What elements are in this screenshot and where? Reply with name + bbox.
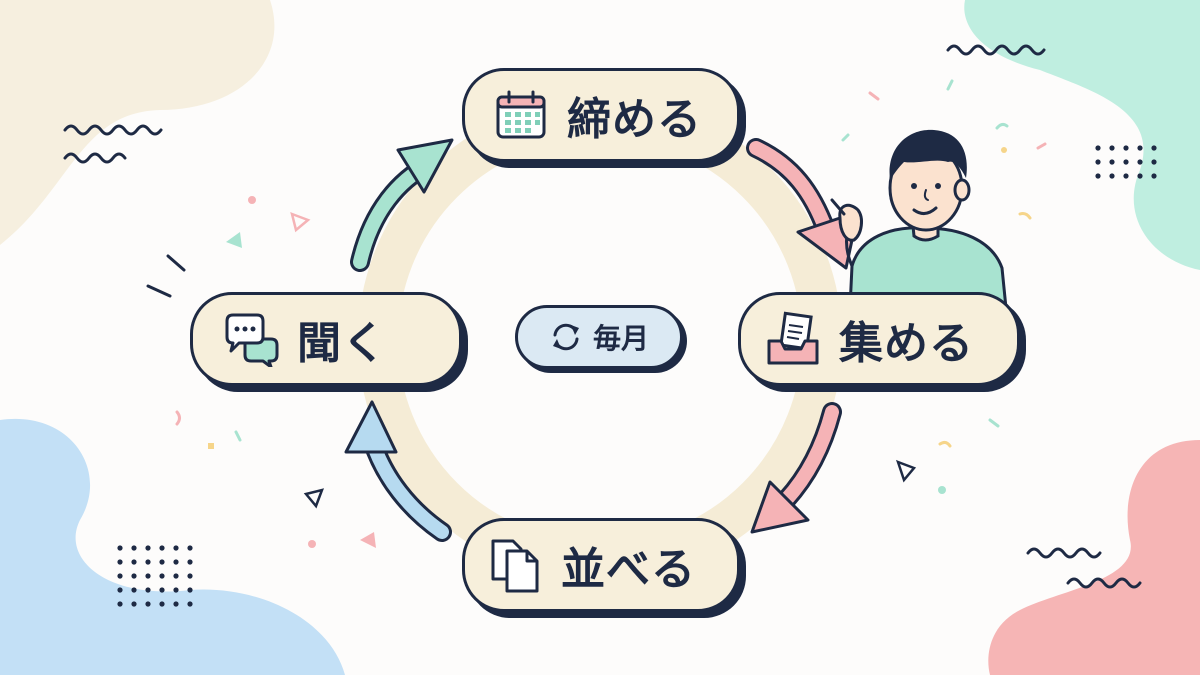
decor-dot xyxy=(131,559,137,565)
decor-dot xyxy=(131,601,137,607)
arrow-kiku-to-shimeru xyxy=(350,138,454,272)
step-atsumeru: 集める xyxy=(738,292,1020,386)
decor-dot xyxy=(131,573,137,579)
step-shimeru: 締める xyxy=(462,68,740,162)
decor-dot xyxy=(1095,145,1101,151)
calendar-icon xyxy=(496,90,546,139)
decor-dot xyxy=(145,559,151,565)
documents-icon xyxy=(491,539,539,593)
decor-dot xyxy=(1137,159,1143,165)
decor-dot xyxy=(159,587,165,593)
inbox-documents-icon xyxy=(767,311,819,365)
decor-dot xyxy=(173,601,179,607)
decor-dot xyxy=(1095,173,1101,179)
decor-dot xyxy=(131,587,137,593)
decor-dot xyxy=(117,587,123,593)
decor-dot xyxy=(145,601,151,607)
decor-dot xyxy=(1109,145,1115,151)
person-illustration xyxy=(830,129,1008,308)
decor-dot xyxy=(187,545,193,551)
decor-dot xyxy=(131,545,137,551)
decor-dot xyxy=(1109,159,1115,165)
step-label-kiku: 聞く xyxy=(297,318,387,369)
dot-grid-bottom-left xyxy=(117,545,193,607)
blob-top-right xyxy=(964,0,1200,270)
decor-dot xyxy=(173,545,179,551)
decor-dot xyxy=(159,545,165,551)
decor-dot xyxy=(1123,145,1129,151)
step-label-naraberu: 並べる xyxy=(561,544,696,595)
decor-dot xyxy=(187,601,193,607)
decor-dot xyxy=(117,545,123,551)
step-kiku: 聞く xyxy=(190,292,462,386)
decor-dot xyxy=(187,573,193,579)
refresh-icon xyxy=(552,323,579,351)
decor-dot xyxy=(173,587,179,593)
wavy-lines-bottom-right xyxy=(1026,547,1142,589)
cycle-center-badge: 毎月 xyxy=(515,305,683,369)
decor-dot xyxy=(187,559,193,565)
wavy-lines-top-left xyxy=(63,124,163,164)
decor-dot xyxy=(117,559,123,565)
decor-dot xyxy=(1151,173,1157,179)
decor-dot xyxy=(1123,173,1129,179)
decor-dot xyxy=(1123,159,1129,165)
wavy-lines-top-right xyxy=(946,44,1046,56)
decor-dot xyxy=(145,573,151,579)
blob-bottom-left xyxy=(0,418,345,675)
decor-dot xyxy=(159,559,165,565)
blob-bottom-right xyxy=(988,440,1200,675)
decor-dot xyxy=(1095,159,1101,165)
decor-dot xyxy=(1151,159,1157,165)
decor-dot xyxy=(1151,145,1157,151)
center-label: 毎月 xyxy=(592,322,649,355)
decor-dot xyxy=(117,573,123,579)
decor-dot xyxy=(173,559,179,565)
step-naraberu: 並べる xyxy=(462,518,740,612)
step-label-shimeru: 締める xyxy=(567,94,702,145)
step-label-atsumeru: 集める xyxy=(839,318,974,369)
arrow-naraberu-to-kiku xyxy=(344,400,452,542)
decor-dot xyxy=(1109,173,1115,179)
decor-dot xyxy=(159,573,165,579)
decor-dot xyxy=(187,587,193,593)
speech-bubbles-icon xyxy=(225,313,279,367)
decor-dot xyxy=(145,587,151,593)
decor-dot xyxy=(1137,145,1143,151)
decor-dot xyxy=(1137,173,1143,179)
dot-grid-top-right xyxy=(1095,145,1157,179)
decor-dot xyxy=(159,601,165,607)
confetti-shapes xyxy=(208,147,1007,548)
decor-dot xyxy=(117,601,123,607)
decor-dot xyxy=(145,545,151,551)
decor-dot xyxy=(173,573,179,579)
confetti xyxy=(146,79,1047,448)
blob-top-left xyxy=(0,0,275,245)
arrow-atsumeru-to-naraberu xyxy=(750,402,842,534)
